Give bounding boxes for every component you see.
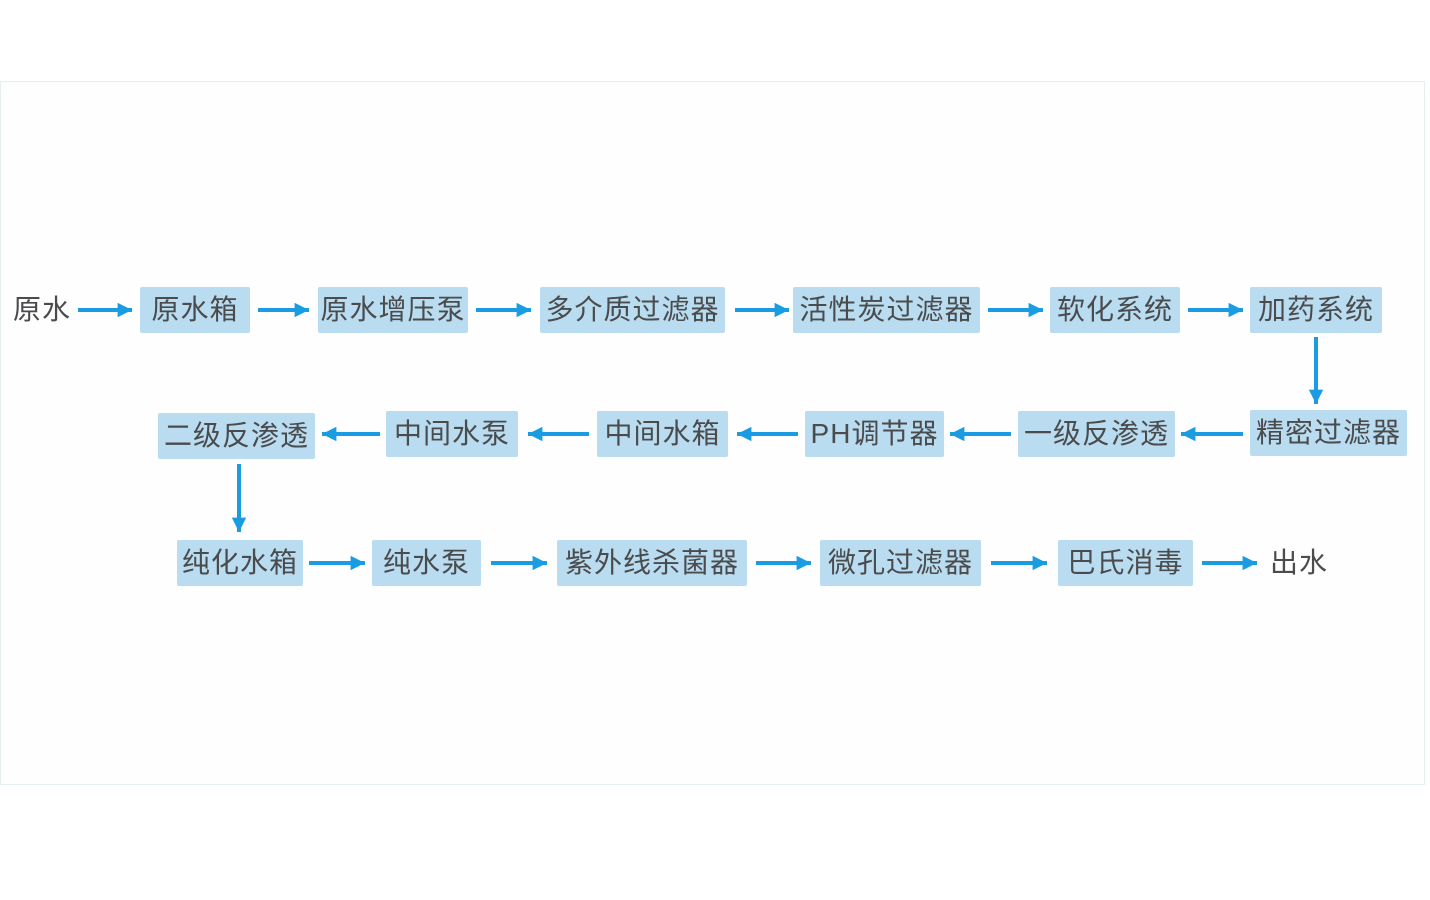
node-softening-system: 软化系统 xyxy=(1050,287,1180,333)
node-pure-water-pump: 纯水泵 xyxy=(372,540,481,586)
node-pasteurization: 巴氏消毒 xyxy=(1058,540,1193,586)
node-intermediate-pump: 中间水泵 xyxy=(386,411,518,457)
node-raw-water-tank: 原水箱 xyxy=(140,287,250,333)
node-precision-filter: 精密过滤器 xyxy=(1250,410,1407,456)
node-raw-booster-pump: 原水增压泵 xyxy=(318,287,468,333)
node-microporous-filter: 微孔过滤器 xyxy=(820,540,981,586)
node-second-stage-ro: 二级反渗透 xyxy=(158,413,315,459)
node-dosing-system: 加药系统 xyxy=(1250,287,1382,333)
node-ph-adjuster: PH调节器 xyxy=(805,411,944,457)
node-uv-sterilizer: 紫外线杀菌器 xyxy=(557,540,747,586)
node-first-stage-ro: 一级反渗透 xyxy=(1018,411,1175,457)
sink-label: 出水 xyxy=(1270,547,1329,578)
source-label: 原水 xyxy=(13,294,72,325)
node-purified-water-tank: 纯化水箱 xyxy=(177,540,303,586)
node-multimedia-filter: 多介质过滤器 xyxy=(540,287,725,333)
node-carbon-filter: 活性炭过滤器 xyxy=(793,287,980,333)
node-intermediate-tank: 中间水箱 xyxy=(597,411,728,457)
